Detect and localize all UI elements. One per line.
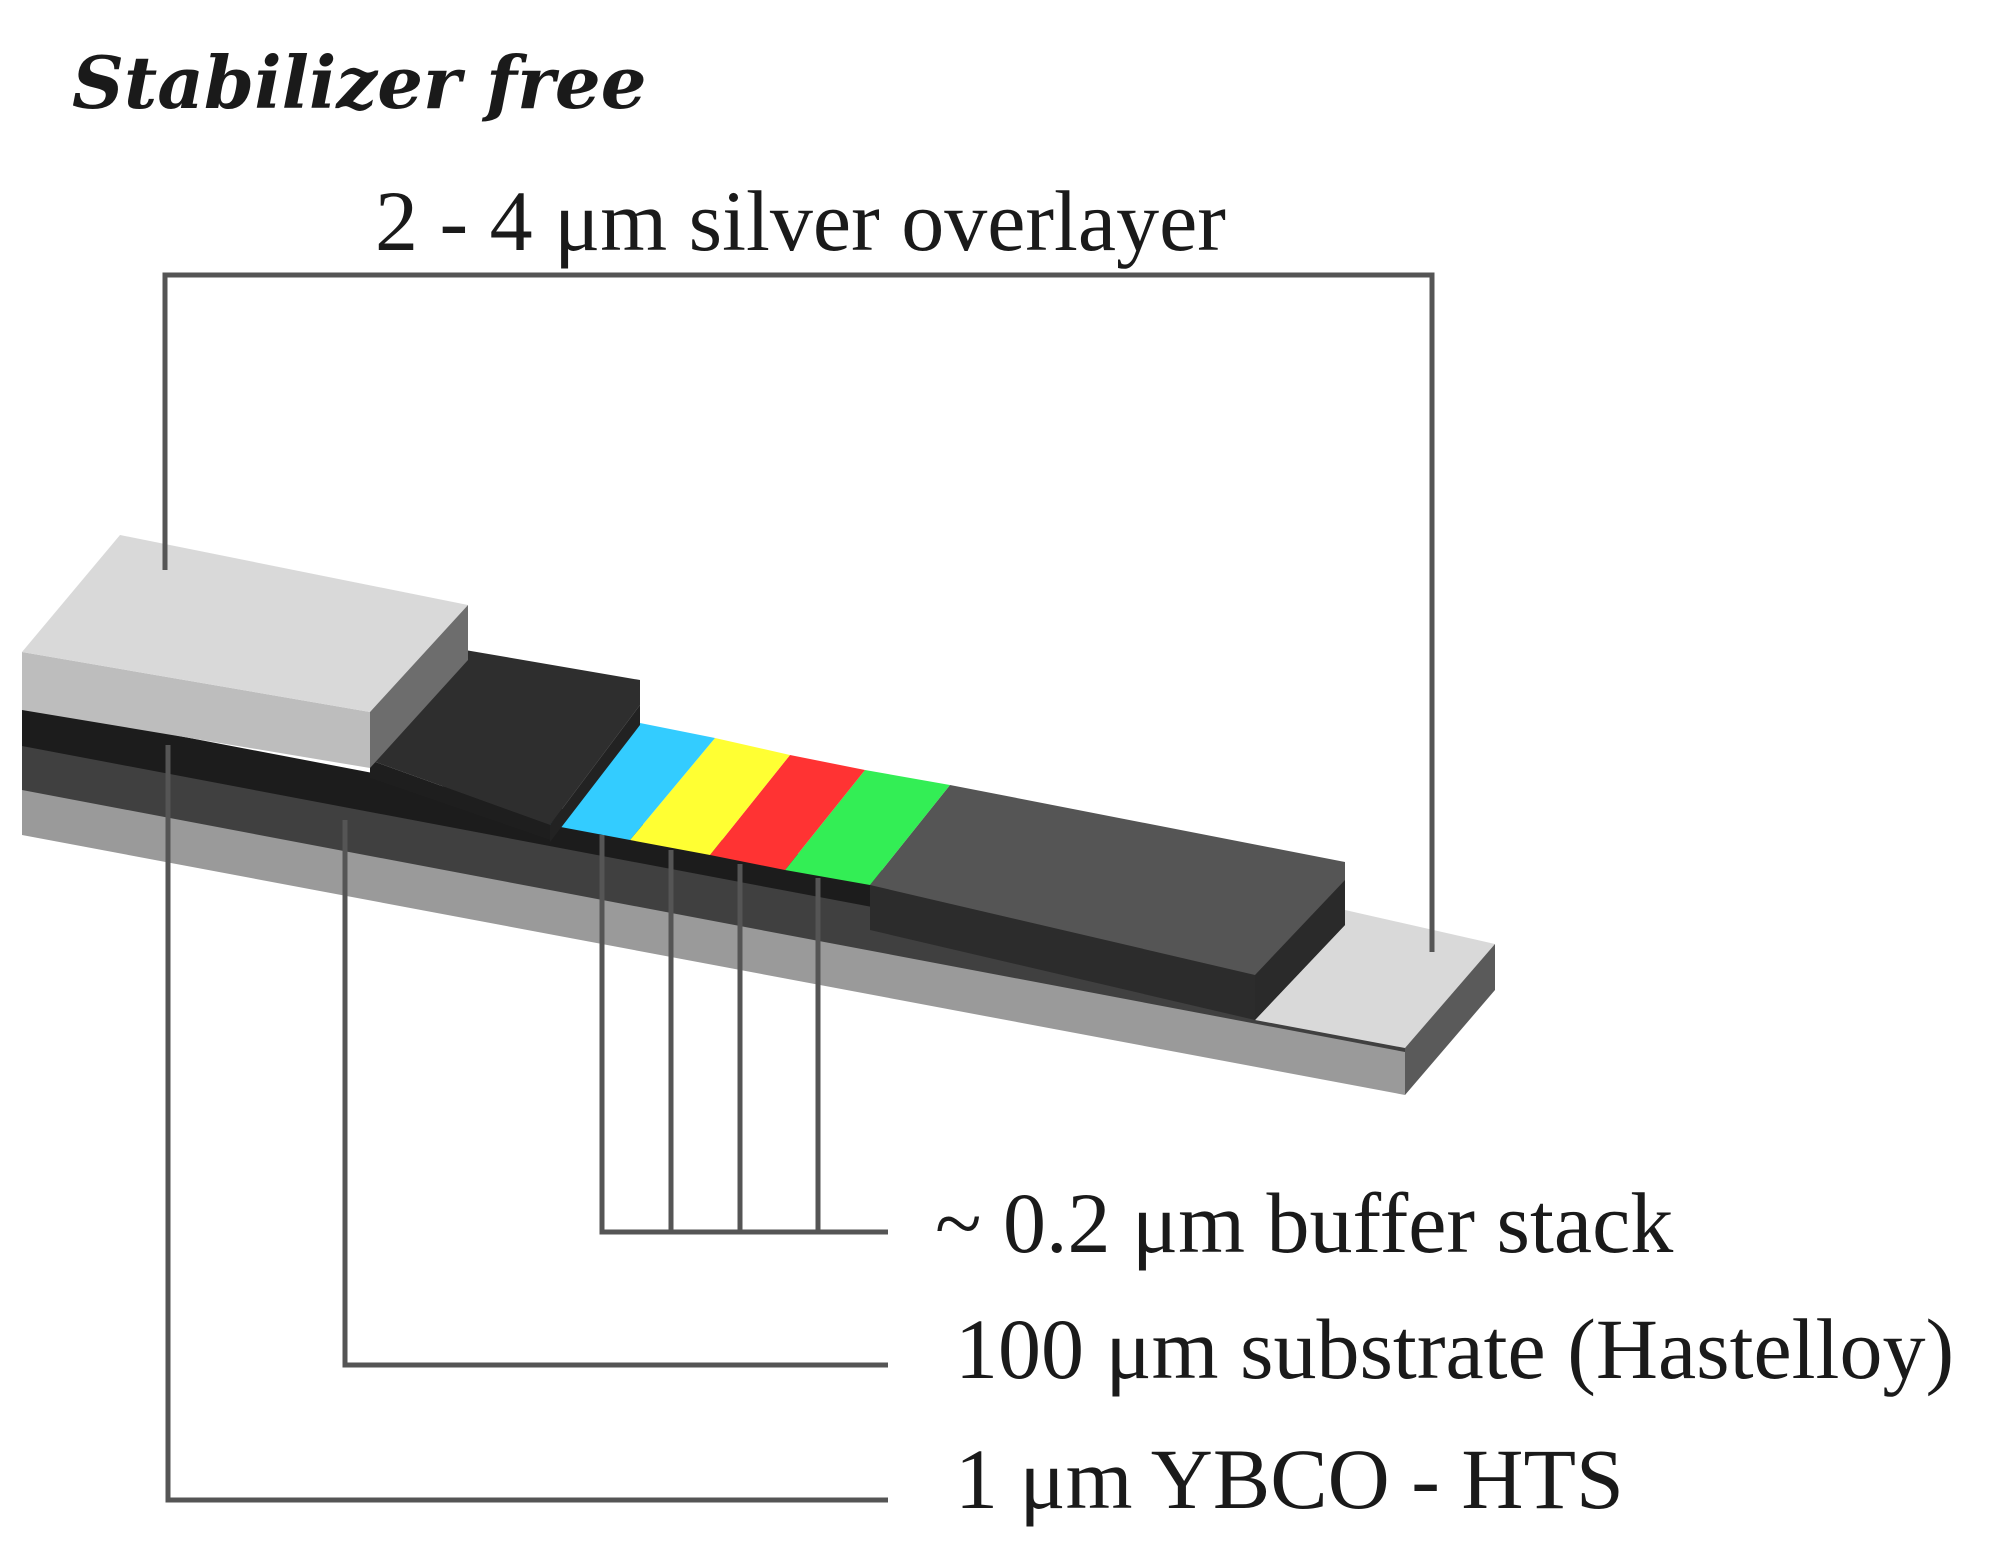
silver-overlayer-label: 2 - 4 μm silver overlayer [375, 173, 1226, 269]
black-block-top [370, 650, 640, 825]
diagram-title: Stabilizer free [72, 40, 647, 125]
silver-front-left [22, 652, 370, 768]
ybco-top-surface [870, 785, 1345, 1020]
ybco-leader-line [165, 745, 888, 1503]
leader-lines [162, 272, 1435, 1503]
buffer-green-layer [785, 770, 950, 885]
substrate-dark-band [22, 742, 1405, 1052]
buffer-cyan-layer [550, 722, 715, 840]
ybco-label: 1 μm YBCO - HTS [955, 1431, 1624, 1527]
buffer-red-layer [710, 755, 865, 870]
substrate-leader-line [342, 820, 888, 1368]
ybco-block-front [870, 885, 1255, 1020]
substrate-label: 100 μm substrate (Hastelloy) [955, 1301, 1954, 1397]
black-block-side [550, 705, 640, 842]
buffer-yellow-layer [630, 738, 790, 855]
silver-leader-line [162, 272, 1435, 952]
buffer-stack-label: ~ 0.2 μm buffer stack [935, 1175, 1673, 1271]
silver-top-right [1255, 910, 1495, 1048]
tape-body [22, 535, 1495, 1095]
silver-block-top [22, 535, 468, 712]
buffer-leader-line-1 [599, 835, 888, 1235]
ybco-step-face [1255, 880, 1345, 1020]
black-block-front [370, 760, 550, 840]
substrate-front-face [22, 788, 1405, 1095]
tape-end-face [1405, 944, 1495, 1095]
silver-block-side [370, 605, 468, 768]
